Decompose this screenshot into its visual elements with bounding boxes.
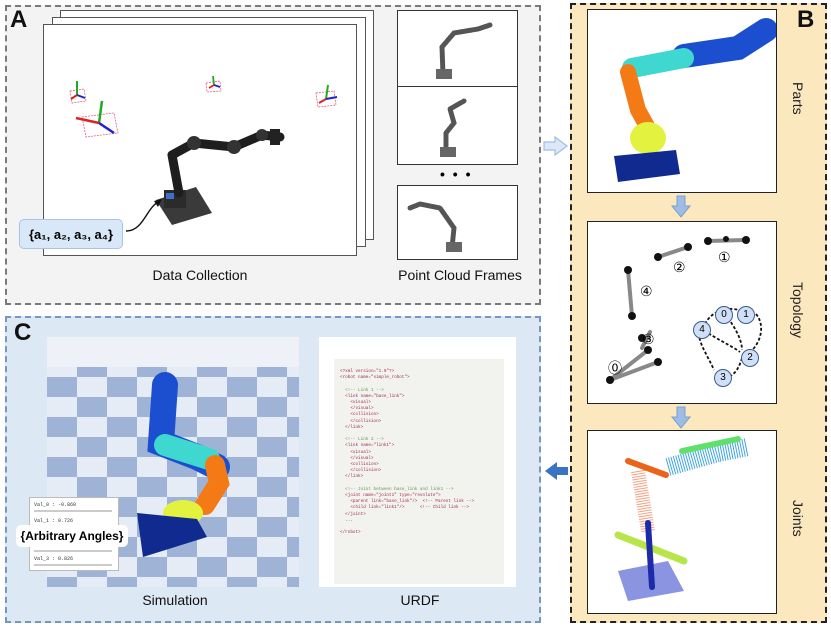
slider-0-track[interactable] [34, 510, 112, 512]
camera-pose-1 [69, 81, 87, 104]
urdf-view: <?xml version="1.0"?><robot name="simple… [319, 337, 516, 587]
slider-2-track[interactable] [34, 550, 112, 552]
caption-data-collection: Data Collection [152, 267, 248, 283]
point-cloud-frame-2 [397, 86, 518, 165]
urdf-line: </link> [340, 474, 364, 480]
urdf-line: <!-- Link 1 --> [340, 387, 384, 393]
segmented-parts-mesh [614, 18, 778, 182]
camera-pose-2 [75, 100, 119, 138]
point-cloud-frame-1 [397, 10, 518, 87]
part-label-4: ④ [640, 283, 653, 299]
camera-pose-4 [315, 84, 338, 108]
urdf-line: <link name="link1"> [340, 443, 395, 449]
sheet-front [43, 24, 357, 256]
part-label-1: ① [718, 249, 731, 265]
arrow-parts-to-topology [671, 195, 691, 218]
robot-capture-scene [69, 75, 338, 232]
urdf-line: </visual> [340, 406, 374, 412]
camera-pose-3 [205, 75, 222, 93]
slider-1-label: Val_1 : 0.726 [34, 518, 74, 524]
point-cloud-arm-1 [436, 22, 493, 79]
graph-node-2: 2 [741, 349, 759, 367]
urdf-line: <?xml version="1.0"?> [340, 369, 395, 374]
robot-arm-photo [156, 129, 285, 225]
action-set-label: {a₁, a₂, a₃, a₄} [19, 219, 123, 249]
point-cloud-arm-2 [440, 98, 467, 157]
point-cloud-arm-n [407, 201, 462, 252]
urdf-line: <joint name="joint1" type="revolute"> [340, 493, 441, 499]
urdf-code-block: <?xml version="1.0"?><robot name="simple… [334, 359, 504, 584]
part-label-2: ② [673, 259, 686, 275]
caption-point-cloud-frames: Point Cloud Frames [398, 267, 522, 283]
panel-letter-b: B [797, 6, 815, 33]
joints-view [587, 430, 777, 614]
graph-node-3: 3 [714, 369, 732, 387]
stage-label-topology: Topology [790, 282, 806, 339]
parts-view [587, 9, 778, 193]
point-cloud-frame-n [397, 185, 518, 260]
urdf-line: <child link="link1"/> <!-- Child link --… [340, 505, 469, 511]
caption-urdf: URDF [400, 592, 440, 608]
urdf-line: </collision> [340, 418, 382, 424]
urdf-line: <collision> [340, 412, 379, 418]
arrow-a-to-b [543, 136, 568, 156]
part-label-3: ③ [642, 331, 655, 347]
stage-label-joints: Joints [790, 500, 806, 537]
urdf-line: <collision> [340, 462, 379, 468]
urdf-line: <visual> [340, 449, 371, 455]
urdf-line: <parent link="base_link"/> <!-- Parent l… [340, 499, 475, 505]
urdf-line: <link name="base_link"> [340, 393, 405, 399]
panel-letter-a: A [10, 6, 28, 33]
arrow-topology-to-joints [671, 406, 691, 429]
urdf-code-lines: <?xml version="1.0"?><robot name="simple… [340, 369, 474, 536]
slider-0-label: Val_0 : -0.860 [34, 502, 77, 508]
arbitrary-angles-label: {Arbitrary Angles} [16, 525, 128, 547]
arrow-b-to-c [545, 462, 568, 480]
frames-ellipsis: • • • [440, 166, 473, 182]
urdf-line: <robot name="simple_robot"> [340, 375, 410, 381]
urdf-line: </link> [340, 424, 364, 430]
urdf-line: </robot> [340, 530, 361, 536]
part-label-0: ⓪ [608, 360, 622, 376]
graph-node-0: 0 [715, 306, 733, 324]
urdf-line: <!-- Joint between base_link and link1 -… [340, 486, 454, 492]
stage-label-parts: Parts [790, 82, 806, 115]
urdf-line: <!-- Link 2 --> [340, 437, 384, 443]
panel-letter-c: C [14, 319, 32, 346]
graph-node-1: 1 [737, 306, 755, 324]
joint-axes-point-cloud [614, 436, 750, 601]
caption-simulation: Simulation [142, 592, 208, 608]
slider-3-track[interactable] [34, 564, 112, 566]
urdf-line: <visual> [340, 400, 371, 406]
urdf-line: </joint> [340, 511, 366, 517]
slider-3-label: Val_3 : 0.826 [34, 556, 74, 562]
urdf-line: </collision> [340, 468, 382, 474]
urdf-line: ... [340, 517, 353, 523]
graph-node-4: 4 [693, 321, 711, 339]
urdf-line: </visual> [340, 455, 374, 461]
